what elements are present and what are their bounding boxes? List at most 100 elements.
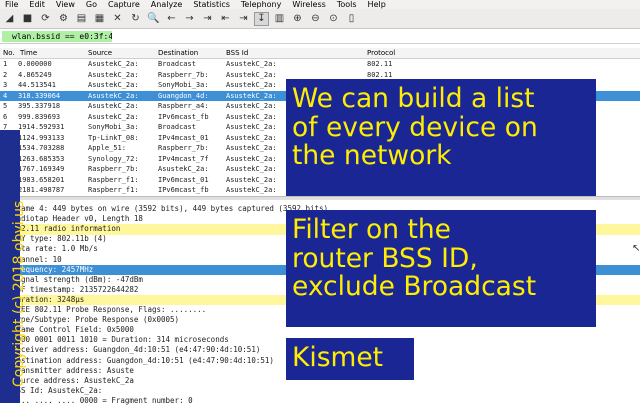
menu-capture[interactable]: Capture [107, 0, 140, 9]
table-cell: Tp-LinkT_08: [88, 133, 139, 142]
table-cell: Raspberr_a4: [158, 102, 209, 110]
colorize-icon[interactable]: ▥ [274, 13, 285, 24]
detail-line[interactable]: .... .... .... 0000 = Fragment number: 0 [12, 395, 193, 405]
save-icon[interactable]: ▦ [94, 13, 105, 24]
menu-wireless[interactable]: Wireless [292, 0, 326, 9]
zoom-out-icon[interactable]: ⊖ [311, 13, 320, 24]
column-header-protocol[interactable]: Protocol [367, 49, 396, 57]
table-cell: 1983.658201 [18, 175, 65, 184]
options-icon[interactable]: ⚙ [59, 13, 68, 24]
table-cell: 7 [3, 123, 8, 131]
table-cell: AsustekC_2a: [88, 91, 139, 100]
menu-analyze[interactable]: Analyze [150, 0, 183, 9]
detail-line[interactable]: BSS Id: AsustekC_2a: [12, 385, 103, 395]
detail-line[interactable]: Destination address: Guangdon_4d:10:51 (… [12, 355, 274, 365]
menu-telephony[interactable]: Telephony [240, 0, 282, 9]
column-header-source[interactable]: Source [88, 49, 113, 57]
overlay-caption-filter: Filter on the router BSS ID, exclude Bro… [286, 210, 596, 327]
pane-divider[interactable] [0, 196, 640, 200]
table-cell: 6 [3, 112, 8, 121]
table-cell: IPv6mcast_fb [158, 112, 209, 121]
detail-line[interactable]: TSF timestamp: 2135722644282 [12, 284, 139, 294]
table-cell: AsustekC_2a: [88, 81, 139, 89]
table-cell: AsustekC_2a: [226, 165, 277, 173]
table-cell: 0.000000 [18, 60, 52, 68]
autoscroll-icon[interactable]: ↧ [254, 11, 269, 26]
detail-line[interactable]: PHY type: 802.11b (4) [12, 234, 107, 244]
table-cell: Broadcast [158, 123, 196, 131]
table-cell: AsustekC_2a: [226, 91, 277, 100]
zoom-in-icon[interactable]: ⊕ [293, 13, 302, 24]
column-header-no[interactable]: No. [3, 49, 15, 57]
table-cell: Broadcast [158, 60, 196, 68]
normal-size-icon[interactable]: ⊙ [329, 13, 338, 24]
menu-view[interactable]: View [55, 0, 75, 9]
packet-list-header: No. Time Source Destination BSS Id Protocol [0, 48, 640, 59]
detail-line[interactable]: Data rate: 1.0 Mb/s [12, 244, 98, 254]
display-filter-input[interactable] [2, 31, 112, 42]
detail-line[interactable]: Transmitter address: Asuste [12, 365, 134, 375]
detail-line[interactable]: Type/Subtype: Probe Response (0x0005) [12, 315, 180, 325]
table-cell: Raspberr_7b: [88, 165, 139, 173]
table-cell: AsustekC_2a: [226, 133, 277, 142]
table-cell: 4 [3, 91, 8, 100]
menu-edit[interactable]: Edit [29, 0, 45, 9]
detail-line[interactable]: Receiver address: Guangdon_4d:10:51 (e4:… [12, 345, 261, 355]
find-icon[interactable]: 🔍 [147, 13, 160, 24]
table-cell: SonyMobi_3a: [158, 81, 209, 89]
table-cell: Raspberr_f1: [88, 175, 139, 184]
detail-line[interactable]: .000 0001 0011 1010 = Duration: 314 micr… [12, 335, 229, 345]
column-header-bssid[interactable]: BSS Id [226, 49, 249, 57]
detail-line[interactable]: Frame Control Field: 0x5000 [12, 325, 134, 335]
fin-icon[interactable]: ◢ [5, 13, 14, 24]
table-cell: SonyMobi_3a: [88, 123, 139, 131]
back-icon[interactable]: ← [167, 13, 176, 24]
table-cell: AsustekC_2a: [88, 102, 139, 110]
table-cell: Raspberr_7b: [158, 70, 209, 79]
first-icon[interactable]: ⇤ [221, 13, 230, 24]
table-cell: 395.337918 [18, 102, 61, 110]
open-icon[interactable]: ▤ [76, 13, 87, 24]
table-cell: AsustekC_2a: [226, 186, 277, 194]
goto-icon[interactable]: ⇥ [203, 13, 212, 24]
table-cell: 2181.498787 [18, 186, 65, 194]
main-toolbar: ◢ ■ ⟳ ⚙ ▤ ▦ ✕ ↻ 🔍 ← → ⇥ ⇤ ⇥ ↧ ▥ ⊕ ⊖ ⊙ ▯ [0, 9, 640, 29]
detail-line[interactable]: IEEE 802.11 Probe Response, Flags: .....… [12, 305, 207, 314]
column-header-time[interactable]: Time [20, 49, 38, 57]
menu-file[interactable]: File [5, 0, 19, 9]
menu-help[interactable]: Help [367, 0, 386, 9]
forward-icon[interactable]: → [185, 13, 194, 24]
detail-line[interactable]: Frame 4: 449 bytes on wire (3592 bits), … [12, 204, 329, 213]
detail-line[interactable]: Channel: 10 [12, 254, 62, 264]
table-cell: Raspberr_f1: [88, 186, 139, 194]
table-cell: 1124.993133 [18, 133, 65, 142]
menu-go[interactable]: Go [85, 0, 97, 9]
menu-statistics[interactable]: Statistics [193, 0, 230, 9]
stop-icon[interactable]: ■ [22, 13, 33, 24]
reload-icon[interactable]: ↻ [131, 13, 140, 24]
detail-line[interactable]: Signal strength (dBm): -47dBm [12, 274, 143, 284]
detail-line[interactable]: Radiotap Header v0, Length 18 [12, 214, 143, 224]
table-cell: AsustekC_2a: [226, 81, 277, 89]
table-cell: Guangdon_4d: [158, 91, 209, 100]
resize-columns-icon[interactable]: ▯ [348, 13, 355, 24]
table-cell: IPv4mcast_7f [158, 154, 209, 163]
table-cell: AsustekC_2a: [226, 175, 277, 184]
table-cell: 802.11 [367, 70, 393, 79]
column-header-destination[interactable]: Destination [158, 49, 199, 57]
restart-icon[interactable]: ⟳ [41, 13, 50, 24]
table-cell: AsustekC_2a: [88, 112, 139, 121]
overlay-caption-kismet: Kismet [286, 338, 414, 380]
table-cell: 1914.592931 [18, 123, 65, 131]
detail-line[interactable]: Source address: AsustekC_2a [12, 375, 134, 385]
last-icon[interactable]: ⇥ [239, 13, 248, 24]
display-filter-bar: ▮ [0, 30, 640, 44]
table-cell: IPv4mcast_01 [158, 133, 209, 142]
menu-tools[interactable]: Tools [336, 0, 357, 9]
close-file-icon[interactable]: ✕ [113, 13, 122, 24]
